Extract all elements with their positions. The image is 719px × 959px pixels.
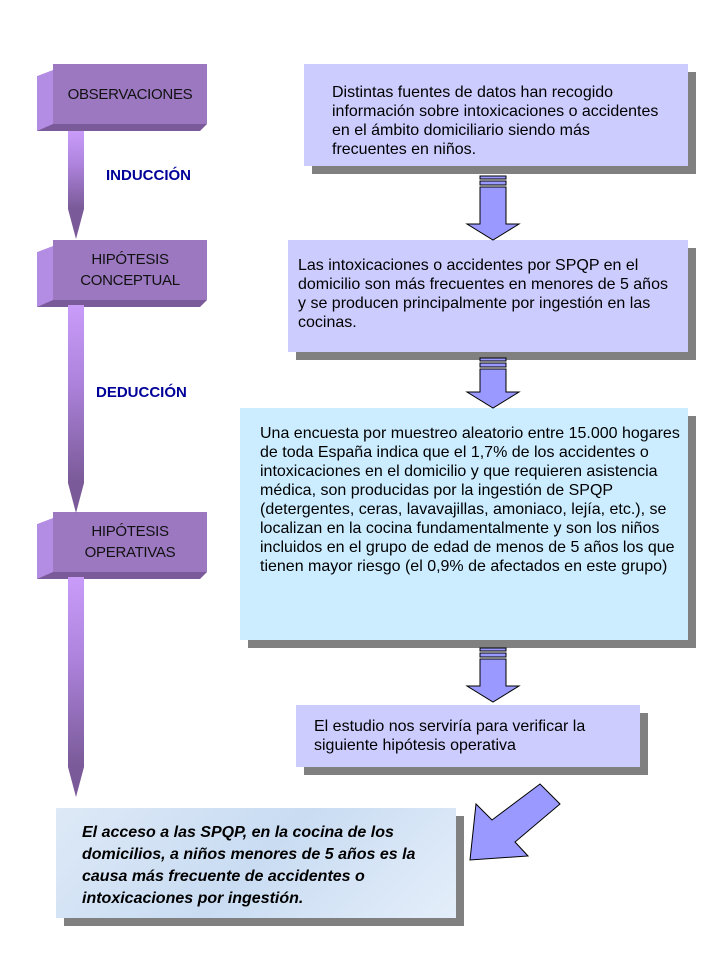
deduction-label: DEDUCCIÓN [96,384,187,401]
stage-label-1: HIPÓTESIS [91,523,169,540]
diagonal-arrow-icon [469,783,561,861]
conceptual-hypothesis-box: Las intoxicaciones o accidentes por SPQP… [288,240,688,352]
stage-label-2: CONCEPTUAL [80,272,180,289]
down-arrow-icon [465,357,521,409]
stage-label-1: HIPÓTESIS [91,251,169,268]
induction-label: INDUCCIÓN [106,167,191,184]
verification-box: El estudio nos serviría para verificar l… [296,705,640,767]
down-arrow-icon [465,647,521,703]
stage-label: OBSERVACIONES [53,64,207,124]
survey-box: Una encuesta por muestreo aleatorio entr… [240,408,688,640]
operative-hypothesis-box: El acceso a las SPQP, en la cocina de lo… [56,808,456,918]
stage-label-2: OPERATIVAS [84,544,176,561]
observations-box: Distintas fuentes de datos han recogido … [304,64,688,166]
down-arrow-icon [465,175,521,241]
